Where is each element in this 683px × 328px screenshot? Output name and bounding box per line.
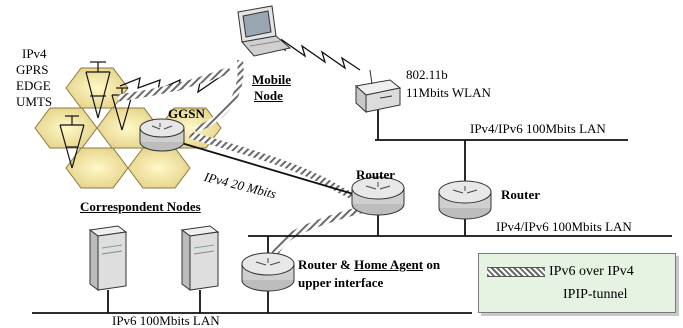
radio-tech-label-umts: UMTS: [16, 94, 53, 109]
tunnel-swatch-icon: [487, 267, 545, 277]
router-right-icon: [438, 180, 492, 220]
home-agent-router-icon: [241, 252, 295, 292]
router-center-icon: [351, 176, 405, 216]
router-right-label: Router: [501, 187, 540, 202]
legend-box: IPv6 over IPv4 IPIP-tunnel: [478, 253, 676, 313]
lan-bottom-label: IPv6 100Mbits LAN: [112, 313, 220, 328]
lan-top-label: IPv4/IPv6 100Mbits LAN: [470, 121, 606, 136]
wlan-label-line2: 11Mbits WLAN: [406, 85, 491, 100]
ggsn-router-icon: [139, 118, 185, 152]
lan-middle-label: IPv4/IPv6 100Mbits LAN: [496, 219, 632, 234]
home-agent-label-line1: Router & Home Agent on: [298, 258, 440, 272]
legend-line2: IPIP-tunnel: [563, 287, 628, 302]
wlan-access-point-icon: [354, 69, 402, 114]
legend-line1: IPv6 over IPv4: [549, 264, 634, 279]
radio-tech-label-gprs: GPRS: [16, 62, 49, 77]
home-agent-label-line2: upper interface: [298, 275, 384, 290]
mobile-node-label-line1: Mobile: [252, 72, 291, 87]
router-center-label: Router: [356, 167, 395, 182]
server-right-icon: [180, 225, 220, 291]
radio-tech-label-ipv4: IPv4: [22, 46, 47, 61]
wlan-label-line1: 802.11b: [406, 67, 448, 82]
server-left-icon: [88, 225, 128, 291]
mobile-node-label-line2: Node: [254, 88, 283, 103]
legend-row: IPv6 over IPv4: [487, 263, 634, 281]
cell-tower-left-icon: [59, 115, 85, 169]
home-agent-underlined: Home Agent: [354, 257, 424, 272]
cell-tower-center-icon: [85, 61, 111, 119]
correspondent-nodes-label: Correspondent Nodes: [80, 199, 201, 214]
laptop-mobile-node-icon: [237, 5, 292, 57]
home-agent-prefix: Router &: [298, 257, 355, 272]
radio-tech-label-edge: EDGE: [16, 78, 51, 93]
ggsn-label: GGSN: [168, 106, 205, 121]
home-agent-suffix: on: [423, 257, 441, 272]
